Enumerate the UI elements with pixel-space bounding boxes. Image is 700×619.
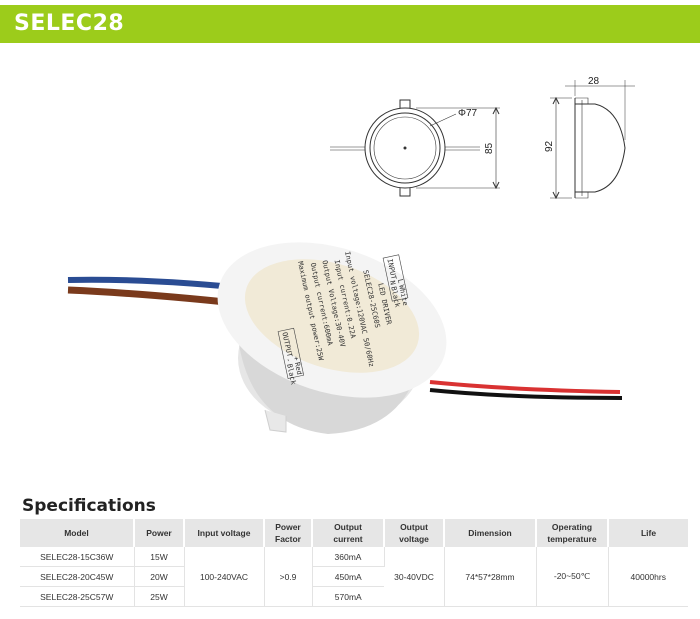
header-operating-temp-line1: Operating: [551, 522, 593, 532]
label-output-red: Red: [293, 361, 303, 375]
header-output-current: Output current: [312, 519, 385, 547]
cell-model: SELEC28-25C57W: [20, 586, 135, 607]
header-output-voltage-line2: voltage: [399, 534, 429, 544]
cell-input-voltage: 100-240VAC: [184, 547, 265, 607]
cell-power: 15W: [134, 547, 185, 567]
front-view-drawing: [330, 99, 500, 197]
header-model: Model: [20, 519, 135, 547]
table-row: SELEC28-25C57W 25W 570mA: [20, 586, 688, 607]
header-dimension: Dimension: [444, 519, 537, 547]
height-side-label: 92: [544, 140, 555, 152]
cell-dimension: 74*57*28mm: [444, 547, 537, 607]
header-power: Power: [134, 519, 185, 547]
dimension-drawing: Φ77 85 92 28: [330, 76, 635, 200]
cell-output-current: 450mA: [312, 566, 384, 587]
cell-power-factor: >0.9: [264, 547, 313, 607]
product-label: LED DRIVER SELEC28-25C60S Input voltage:…: [244, 251, 420, 386]
table-header-row: Model Power Input voltage Power Factor O…: [20, 519, 688, 547]
label-output-minus: -: [284, 357, 293, 363]
label-input-n: N: [388, 280, 397, 286]
side-view-drawing: [550, 80, 635, 200]
header-output-current-line1: Output: [334, 522, 362, 532]
label-input-l: L: [396, 278, 405, 284]
table-row: SELEC28-15C36W 15W 100-240VAC >0.9 360mA…: [20, 547, 688, 607]
specifications-title: Specifications: [22, 496, 156, 516]
cell-model: SELEC28-15C36W: [20, 547, 135, 567]
depth-label: 28: [588, 76, 600, 87]
header-output-current-line2: current: [333, 534, 363, 544]
header-power-factor-line1: Power: [275, 522, 301, 532]
diameter-label: Φ77: [458, 108, 478, 119]
cell-model: SELEC28-20C45W: [20, 566, 135, 587]
table-row: SELEC28-20C45W 20W 450mA: [20, 566, 688, 587]
cell-power: 25W: [134, 586, 185, 607]
header-life: Life: [608, 519, 688, 547]
center-mark: [403, 146, 407, 150]
header-bar: SELEC28: [0, 5, 700, 43]
header-operating-temp-line2: temperature: [547, 534, 597, 544]
header-output-voltage: Output voltage: [384, 519, 445, 547]
header-output-voltage-line1: Output: [400, 522, 428, 532]
cell-output-voltage: 30-40VDC: [384, 547, 445, 607]
height-front-label: 85: [484, 142, 495, 154]
output-wires: [429, 380, 623, 400]
cell-life: 40000hrs: [608, 547, 688, 607]
header-operating-temperature: Operating temperature: [536, 519, 609, 547]
page-title: SELEC28: [14, 11, 125, 36]
label-output-plus: +: [292, 356, 301, 362]
header-power-factor: Power Factor: [264, 519, 313, 547]
cell-power: 20W: [134, 566, 185, 587]
cell-output-current: 570mA: [312, 586, 384, 607]
specifications-table: Model Power Input voltage Power Factor O…: [20, 519, 688, 607]
cell-output-current: 360mA: [312, 547, 385, 567]
header-power-factor-line2: Factor: [275, 534, 301, 544]
product-image: LED DRIVER SELEC28-25C60S Input voltage:…: [67, 242, 623, 434]
header-input-voltage: Input voltage: [184, 519, 265, 547]
cell-operating-temperature: -20~50℃: [536, 547, 609, 607]
